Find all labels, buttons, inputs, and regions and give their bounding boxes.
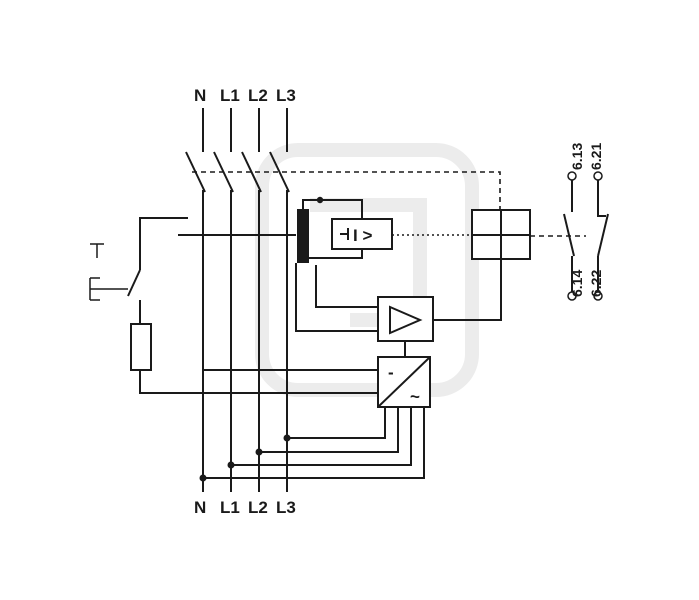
test-circuit — [127, 217, 378, 394]
aux-label-6-13: 6.13 — [569, 143, 585, 170]
aux-contacts: 6.13 6.21 6.14 6.22 — [563, 143, 609, 301]
top-terminal-l2: L2 — [248, 86, 268, 105]
transformer-winding-top — [302, 199, 363, 224]
top-terminal-l1: L1 — [220, 86, 240, 105]
top-terminal-n: N — [194, 86, 206, 105]
converter-supply — [199, 407, 425, 482]
trip-relay — [471, 209, 531, 260]
transformer-winding-bottom — [309, 247, 363, 259]
test-resistor — [130, 323, 152, 371]
watermark-logo — [255, 143, 479, 397]
bottom-terminal-l2: L2 — [248, 498, 268, 517]
converter-ac-symbol: ~ — [410, 387, 420, 406]
converter-dc-symbol: - — [388, 363, 394, 382]
bottom-terminal-l3: L3 — [276, 498, 296, 517]
aux-label-6-22: 6.22 — [588, 270, 604, 297]
bottom-terminal-l1: L1 — [220, 498, 240, 517]
top-terminal-l3: L3 — [276, 86, 296, 105]
mechanical-linkage-top — [192, 171, 501, 210]
power-converter: - ~ — [203, 341, 431, 408]
test-button-symbol — [89, 243, 128, 301]
bottom-terminal-n: N — [194, 498, 206, 517]
amplifier — [295, 259, 502, 342]
current-detector-symbol: I > — [353, 226, 372, 245]
summation-transformer-core — [297, 209, 309, 263]
aux-label-6-21: 6.21 — [588, 143, 604, 170]
